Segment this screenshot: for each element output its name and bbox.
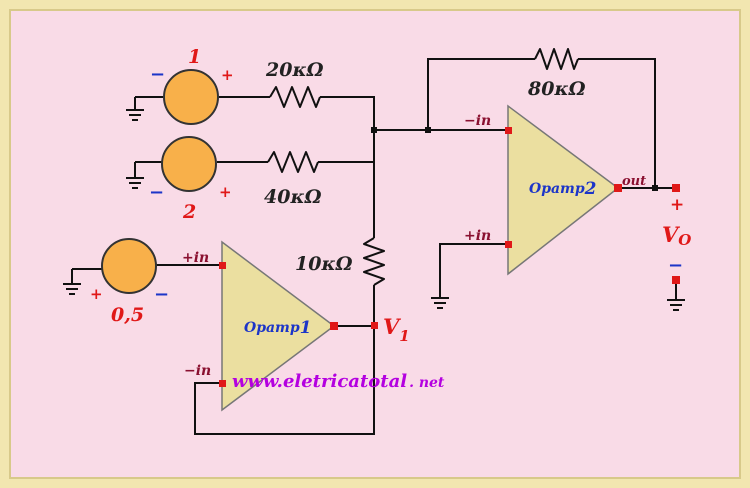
opamp1-output-pin — [330, 322, 338, 330]
opamp1-plus-in-label: +in — [182, 250, 209, 266]
opamp2-plus-pin — [505, 241, 512, 248]
source-1-plus: + — [221, 66, 234, 84]
opamp1-minus-in-label: −in — [184, 363, 211, 379]
v1-label: V1 — [383, 314, 410, 345]
v1-node-marker — [371, 322, 378, 329]
wire-feedback-out — [578, 58, 656, 188]
voltage-source-2 — [161, 136, 217, 192]
wire-r20-node — [320, 96, 375, 130]
source-2-value: 2 — [182, 201, 196, 223]
resistor-80k — [534, 48, 579, 70]
opamp1-plus-pin — [219, 262, 226, 269]
source-0-5-value: 0,5 — [111, 304, 144, 326]
ground-icon — [63, 269, 81, 295]
ground-icon — [126, 162, 144, 189]
source-1-value: 1 — [188, 46, 201, 68]
ground-icon — [431, 293, 449, 309]
voltage-source-0-5 — [101, 238, 157, 294]
opamp2-plus-in-label: +in — [464, 228, 491, 244]
opamp-2 — [507, 104, 620, 276]
source-2-minus: − — [149, 182, 164, 203]
source-0-5-plus: + — [90, 285, 103, 303]
vo-plus-label: + — [670, 195, 684, 215]
wire-feedback-80k — [427, 58, 535, 130]
resistor-20k-label: 20κΩ — [265, 59, 324, 81]
junction-dot — [652, 185, 658, 191]
opamp-1 — [221, 240, 336, 412]
wire-r10-v1 — [194, 285, 375, 435]
opamp2-minus-in-label: −in — [464, 113, 491, 129]
voltage-source-1 — [163, 69, 219, 125]
resistor-40k — [267, 151, 319, 173]
junction-dot — [425, 127, 431, 133]
vo-minus-label: − — [668, 255, 683, 276]
resistor-20k — [269, 86, 321, 108]
watermark-url: www.eletricatotal. net — [232, 371, 445, 392]
opamp2-out-label: out — [622, 174, 646, 189]
resistor-80k-label: 80κΩ — [527, 78, 586, 100]
wire-opamp2-plus-ground — [439, 243, 508, 293]
opamp2-label: Opamp2 — [529, 179, 597, 199]
source-2-plus: + — [219, 183, 232, 201]
opamp2-minus-pin — [505, 127, 512, 134]
ground-icon — [667, 296, 685, 311]
vo-label: VO — [662, 222, 691, 249]
source-0-5-minus: − — [154, 284, 169, 305]
vo-minus-terminal — [672, 276, 680, 284]
resistor-40k-label: 40κΩ — [264, 186, 322, 208]
opamp1-minus-pin — [219, 380, 226, 387]
junction-dot — [371, 127, 377, 133]
ground-icon — [126, 97, 144, 121]
opamp2-output-pin — [614, 184, 622, 192]
source-1-minus: − — [150, 64, 165, 85]
resistor-10k-label: 10κΩ — [295, 253, 353, 275]
vo-plus-terminal — [672, 184, 680, 192]
opamp1-label: Opamp1 — [244, 318, 312, 338]
wires — [72, 58, 677, 435]
resistor-10k — [363, 237, 385, 286]
